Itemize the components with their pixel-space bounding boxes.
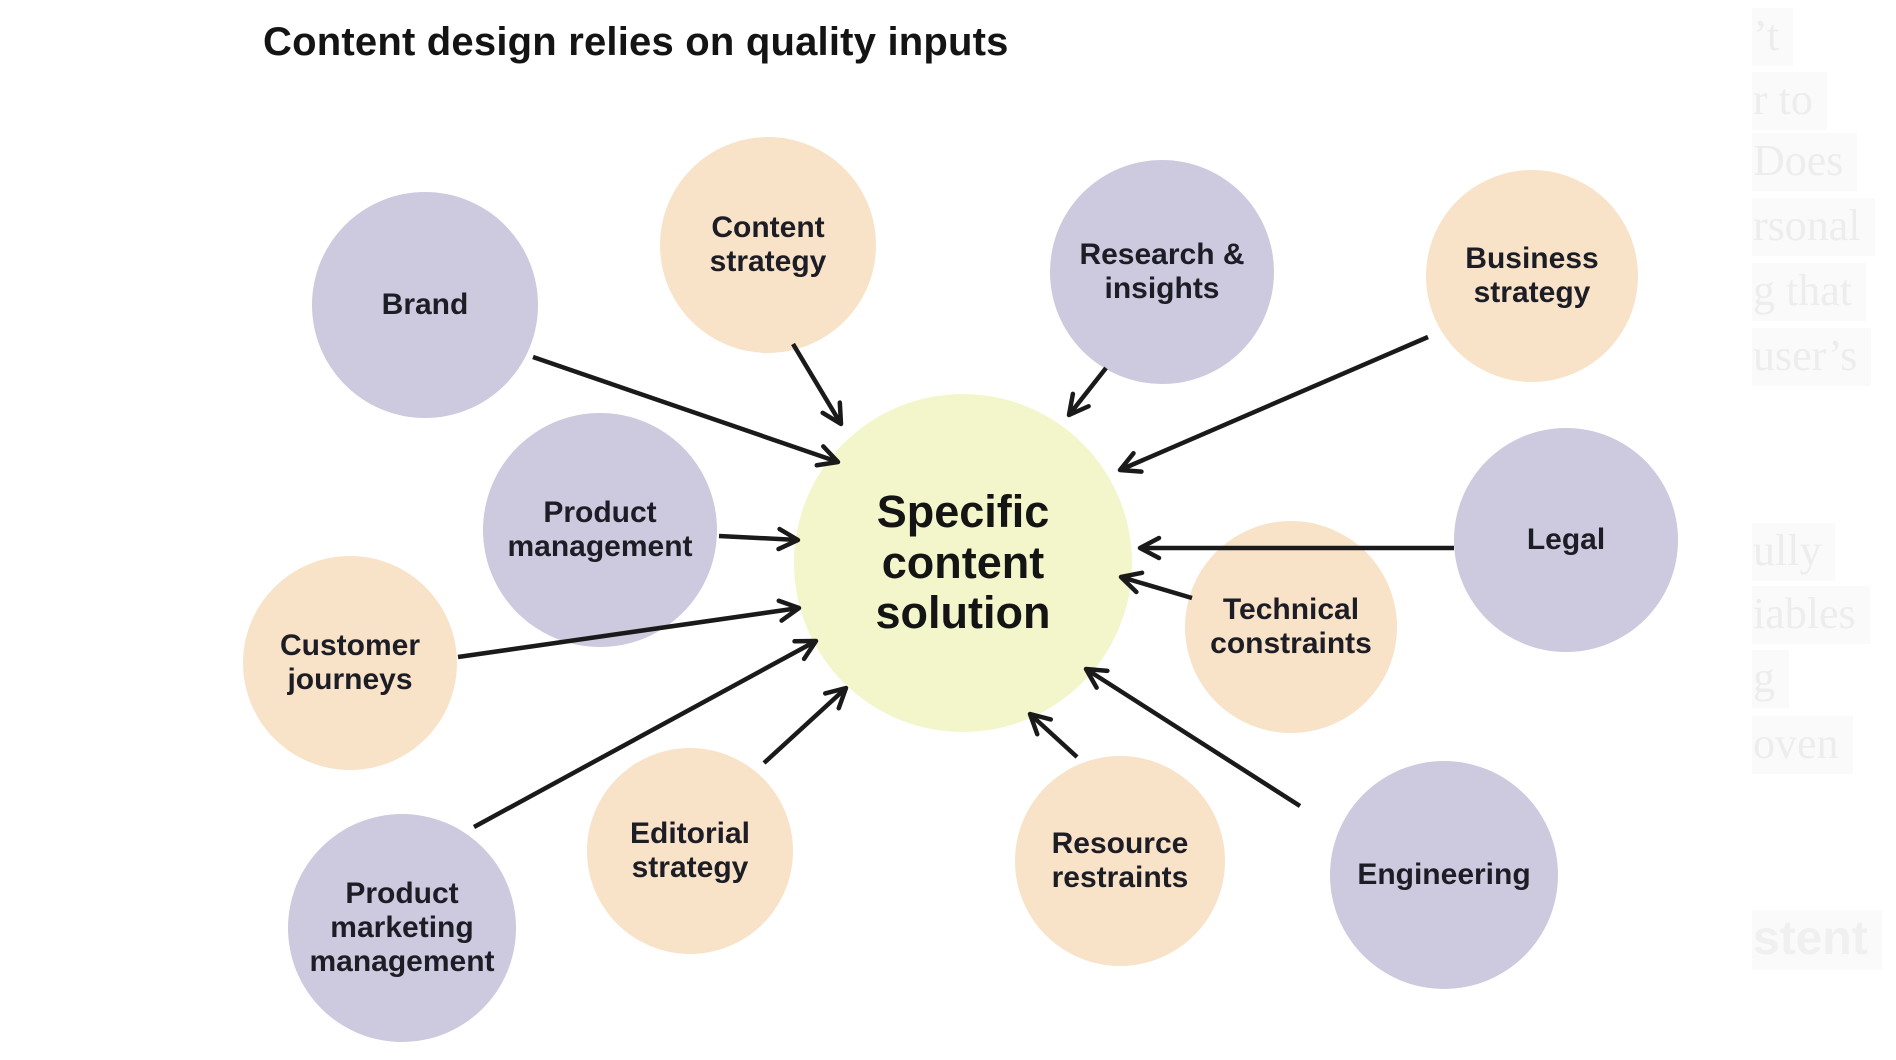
clipped-article-text: stent (1752, 910, 1882, 970)
clipped-article-text: iables (1752, 586, 1870, 644)
clipped-article-text: user’s (1752, 328, 1872, 386)
clipped-article-text: r to (1752, 72, 1827, 130)
arrow-from-editorial-strategy (762, 685, 849, 765)
arrow-from-resource-restraints (1027, 711, 1079, 759)
clipped-article-text: g (1752, 650, 1789, 708)
clipped-article-text: rsonal (1752, 198, 1875, 256)
arrow-from-product-management (718, 526, 801, 552)
node-label: Research &insights (1079, 237, 1245, 305)
node-research-insights: Research &insights (1050, 160, 1274, 384)
clipped-article-text: ’t (1752, 8, 1794, 66)
clipped-article-text: ully (1752, 523, 1836, 581)
node-label: Legal (1526, 522, 1606, 556)
node-engineering: Engineering (1330, 761, 1558, 989)
node-brand: Brand (312, 192, 538, 418)
arrow-from-research-insights (1066, 366, 1108, 418)
clipped-article-text: Does (1752, 133, 1858, 191)
node-label: Engineering (1357, 857, 1531, 891)
diagram-title: Content design relies on quality inputs (263, 20, 1009, 64)
clipped-article-text: oven (1752, 716, 1853, 774)
node-label: Brand (381, 287, 469, 321)
arrow-from-technical-constraints (1118, 570, 1193, 601)
arrow-from-content-strategy (791, 342, 844, 427)
node-legal: Legal (1454, 428, 1678, 652)
clipped-article-text: g that (1752, 263, 1866, 321)
